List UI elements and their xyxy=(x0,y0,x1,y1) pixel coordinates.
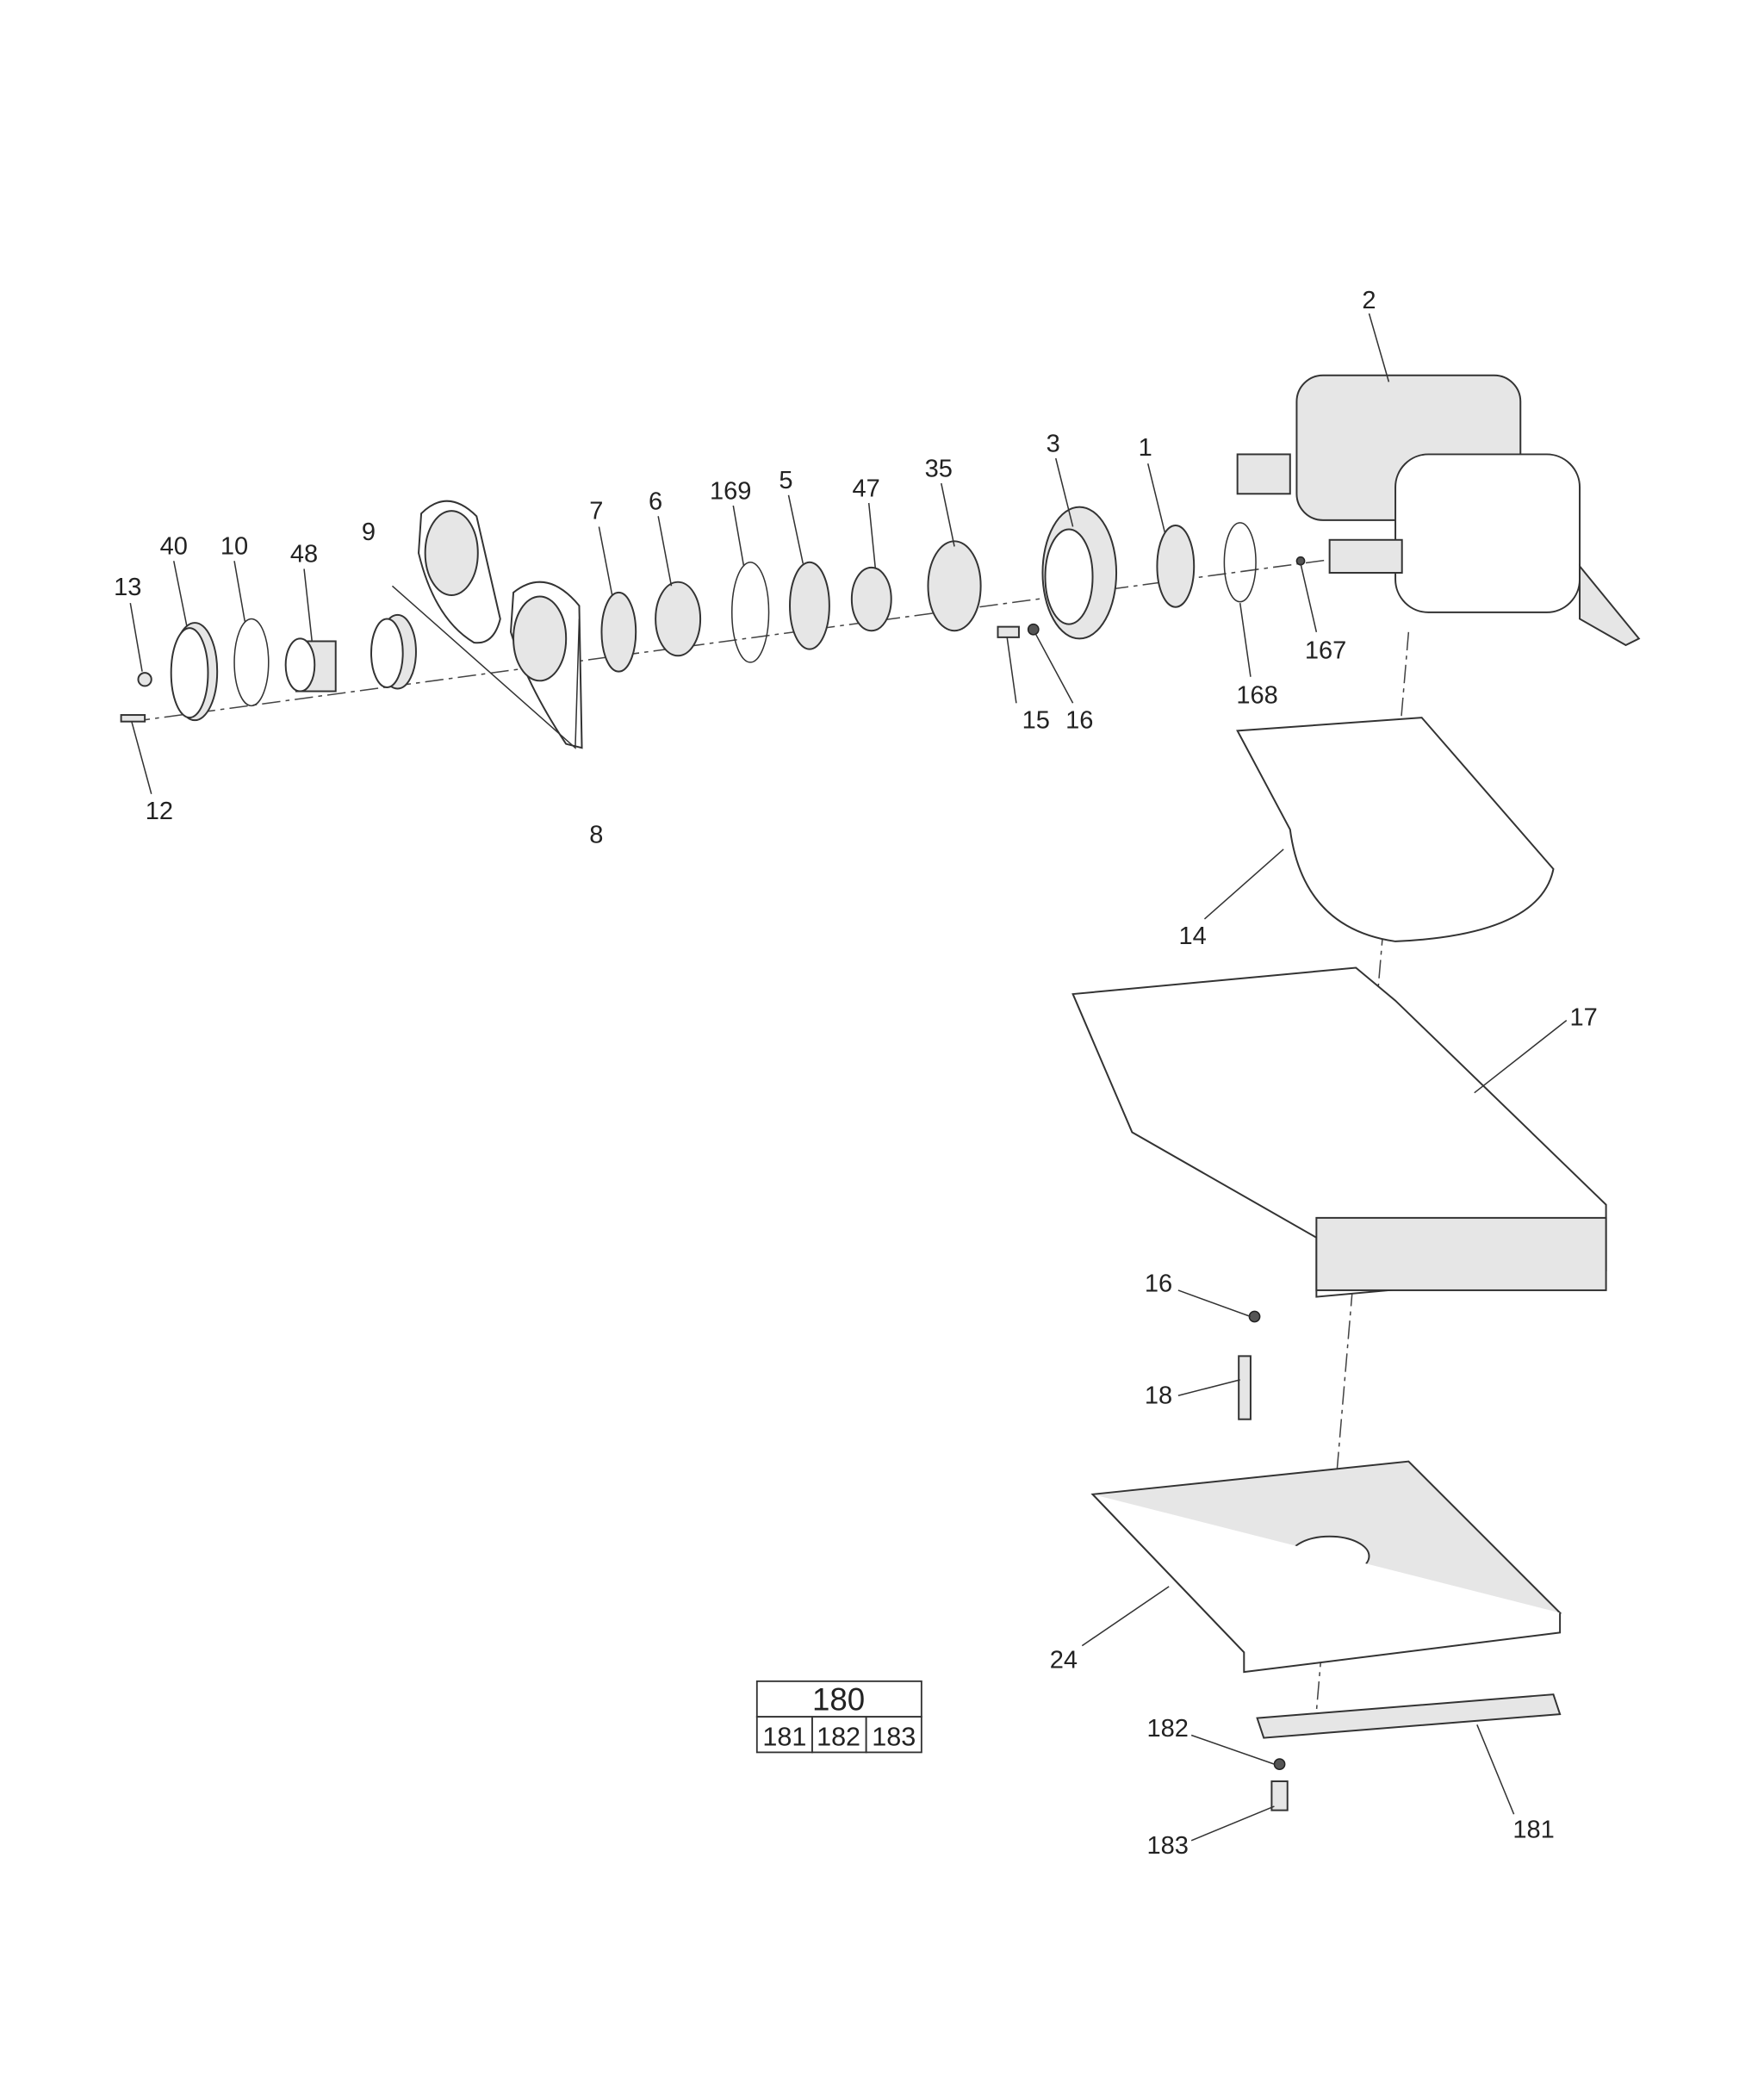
part-8-bore-right xyxy=(512,595,568,682)
part-5-ring xyxy=(789,561,830,650)
part-6-ring xyxy=(655,581,702,657)
callout-10: 10 xyxy=(220,533,248,561)
callout-17: 17 xyxy=(1569,1004,1597,1032)
kit-table: 180 181 182 183 xyxy=(755,1680,922,1754)
callout-12: 12 xyxy=(146,798,173,825)
part-12-bolt xyxy=(120,714,146,723)
callout-5: 5 xyxy=(779,467,792,494)
part-48-face xyxy=(284,637,316,693)
part-181-bar xyxy=(1256,1693,1562,1739)
callout-169: 169 xyxy=(710,477,751,505)
part-47-sleeve xyxy=(850,566,892,632)
part-9-face xyxy=(370,618,404,688)
callout-16: 16 xyxy=(1065,706,1093,734)
part-3-face xyxy=(1044,528,1094,625)
callout-183: 183 xyxy=(1146,1832,1188,1860)
callout-35: 35 xyxy=(925,455,953,482)
part-13-nut xyxy=(137,672,152,687)
kit-table-item: 183 xyxy=(872,1723,916,1752)
callout-2: 2 xyxy=(1362,287,1376,314)
part-169-circlip xyxy=(731,561,770,663)
callout-3: 3 xyxy=(1047,430,1060,457)
part-8-bore-left xyxy=(424,510,479,596)
part-182-washer xyxy=(1273,1758,1286,1771)
callout-40: 40 xyxy=(160,533,188,561)
callout-13: 13 xyxy=(114,574,141,601)
callout-24: 24 xyxy=(1050,1647,1078,1674)
callout-181: 181 xyxy=(1512,1817,1554,1844)
leader-lines xyxy=(129,313,1568,1842)
callout-8: 8 xyxy=(589,821,603,848)
part-16-washer xyxy=(1027,623,1040,636)
part-168-oring xyxy=(1223,522,1257,603)
part-183-bolt xyxy=(1270,1780,1289,1811)
callout-labels: 2 3 1 35 47 5 169 6 7 9 48 10 40 13 12 8… xyxy=(114,287,1598,1860)
part-17-front-bar xyxy=(1315,1216,1607,1291)
kit-table-item: 181 xyxy=(762,1723,806,1752)
callout-18: 18 xyxy=(1145,1382,1172,1409)
part-7-seal xyxy=(600,591,637,673)
part-2-drive-units xyxy=(1236,374,1641,647)
callout-16-lower: 16 xyxy=(1145,1270,1172,1297)
callout-9: 9 xyxy=(362,519,376,546)
callout-48: 48 xyxy=(290,541,318,568)
callout-168: 168 xyxy=(1236,681,1277,709)
part-40-face xyxy=(170,627,209,719)
callout-182: 182 xyxy=(1146,1715,1188,1743)
part-16-washer-lower xyxy=(1248,1310,1261,1323)
part-10-oring xyxy=(233,618,270,707)
callout-14: 14 xyxy=(1179,923,1207,950)
part-35-bearing xyxy=(927,540,982,632)
part-15-screw xyxy=(997,625,1020,638)
callout-1: 1 xyxy=(1139,434,1152,462)
callout-7: 7 xyxy=(589,497,603,525)
callout-6: 6 xyxy=(649,488,662,516)
part-14-trough xyxy=(1236,717,1555,942)
part-8-leader xyxy=(391,585,581,749)
callout-15: 15 xyxy=(1022,706,1050,734)
axis-centerline xyxy=(131,558,1330,723)
callout-47: 47 xyxy=(853,475,880,502)
kit-table-header: 180 xyxy=(812,1681,865,1717)
part-1-ring xyxy=(1156,524,1196,608)
callout-167: 167 xyxy=(1305,637,1346,664)
kit-table-item: 182 xyxy=(817,1723,860,1752)
part-18-pin xyxy=(1238,1355,1252,1420)
